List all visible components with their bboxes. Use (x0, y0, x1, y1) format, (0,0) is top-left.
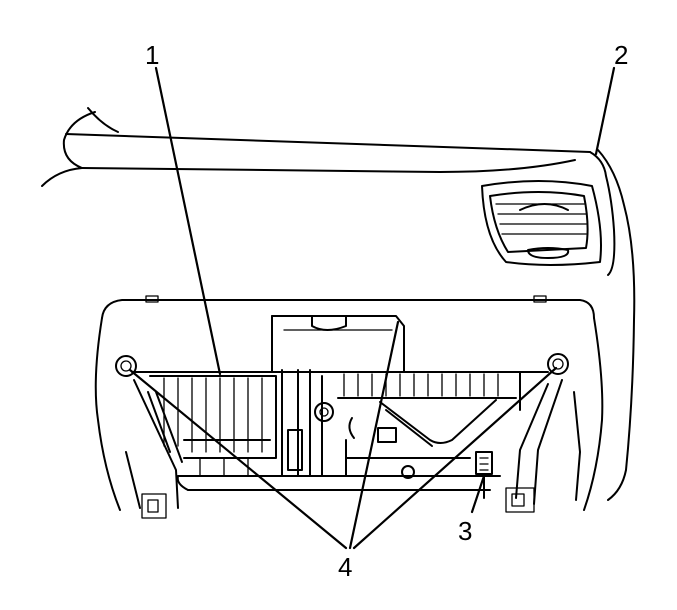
air-outlet-vent (481, 180, 602, 266)
right-side-bracket (505, 353, 581, 513)
callout-4: 4 (338, 552, 352, 582)
left-fastener (115, 355, 137, 377)
left-side-bracket (115, 355, 183, 519)
callout-1: 1 (145, 40, 159, 70)
leader-4b (348, 320, 400, 550)
leader-lines (128, 66, 616, 550)
right-fastener (547, 353, 569, 375)
callout-2: 2 (614, 40, 628, 70)
leader-1 (154, 66, 222, 376)
electrical-connector (475, 451, 493, 475)
hvac-module (149, 315, 521, 499)
leader-3 (470, 474, 486, 514)
callout-3: 3 (458, 516, 472, 546)
leader-4c (352, 366, 558, 550)
leader-2 (594, 66, 616, 156)
instrument-panel-top (41, 107, 636, 501)
leader-4a (128, 368, 348, 550)
